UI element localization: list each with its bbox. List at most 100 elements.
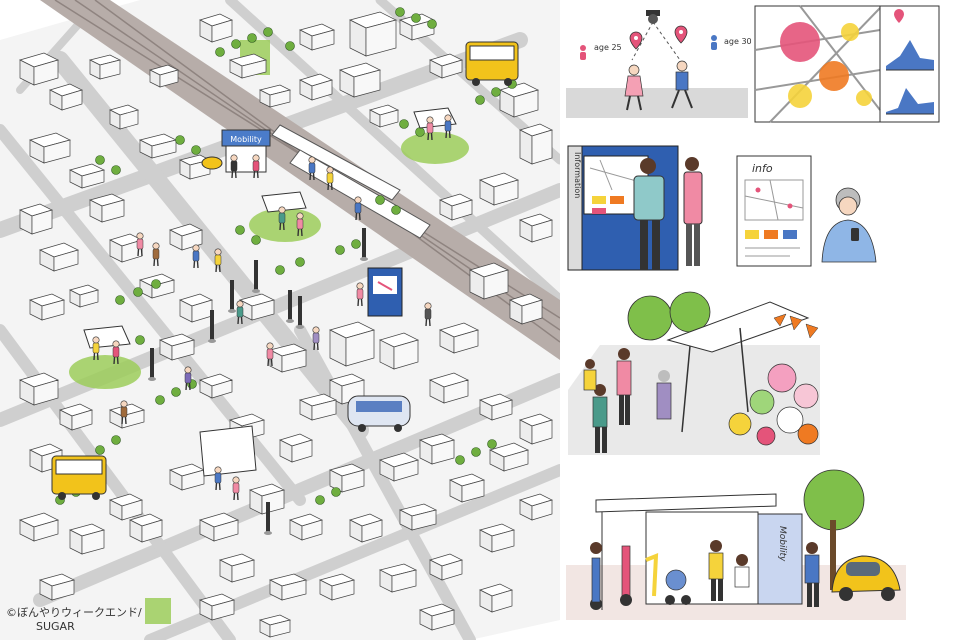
building xyxy=(479,583,513,613)
tree xyxy=(95,155,105,165)
street-pole xyxy=(208,310,216,343)
building xyxy=(519,123,553,165)
building xyxy=(39,242,79,272)
street-pole xyxy=(286,290,294,323)
building xyxy=(429,53,463,79)
person xyxy=(230,154,238,179)
building xyxy=(339,62,381,98)
person xyxy=(312,326,320,351)
tree xyxy=(455,455,465,465)
building xyxy=(258,84,292,108)
person xyxy=(152,242,160,267)
camera-icon xyxy=(646,10,660,24)
tree xyxy=(487,439,497,449)
building xyxy=(88,54,122,80)
tree xyxy=(335,245,345,255)
building xyxy=(19,203,53,235)
panel-information-kiosk: Information xyxy=(567,145,703,271)
street-pole xyxy=(360,228,368,261)
building xyxy=(69,284,99,308)
kiosk-user xyxy=(633,158,665,270)
building xyxy=(129,513,163,543)
person xyxy=(92,336,100,361)
tree xyxy=(275,265,285,275)
tree xyxy=(315,495,325,505)
tree xyxy=(471,447,481,457)
building xyxy=(378,563,418,593)
person xyxy=(184,366,192,391)
building xyxy=(429,372,469,404)
building xyxy=(289,513,323,541)
building xyxy=(199,13,233,43)
building xyxy=(19,372,59,406)
building xyxy=(69,523,105,555)
building xyxy=(159,333,195,361)
panel-info-board: info xyxy=(736,155,877,267)
tree xyxy=(251,235,261,245)
tree xyxy=(427,19,437,29)
age-tag-left: age 25 xyxy=(594,43,622,52)
person xyxy=(136,232,144,257)
building xyxy=(479,523,515,553)
street-pole xyxy=(264,502,272,535)
tree xyxy=(375,195,385,205)
tree xyxy=(191,145,201,155)
building xyxy=(489,442,529,472)
building xyxy=(199,373,233,399)
tree xyxy=(115,295,125,305)
building xyxy=(329,321,375,367)
station-platform xyxy=(271,124,431,239)
person xyxy=(192,244,200,269)
age-tag-right: age 30 xyxy=(724,37,752,46)
building xyxy=(39,573,75,601)
person xyxy=(356,282,364,307)
building xyxy=(89,193,125,223)
tree xyxy=(133,287,143,297)
pedestrian-woman xyxy=(624,64,644,111)
building xyxy=(519,493,553,521)
tree xyxy=(285,41,295,51)
person xyxy=(252,154,260,179)
building xyxy=(49,83,83,111)
tree xyxy=(351,239,361,249)
building xyxy=(179,293,213,323)
tree xyxy=(155,395,165,405)
building xyxy=(109,493,143,521)
building xyxy=(349,11,397,57)
tree xyxy=(235,225,245,235)
person xyxy=(266,342,274,367)
building xyxy=(299,23,335,51)
map-pin-icon xyxy=(674,25,688,44)
tree xyxy=(399,119,409,129)
flower-display xyxy=(728,363,819,446)
person xyxy=(326,166,334,191)
person xyxy=(112,340,120,365)
building xyxy=(479,393,513,421)
building xyxy=(439,322,479,354)
tree xyxy=(231,39,241,49)
bus-bottom xyxy=(51,455,107,500)
building xyxy=(519,213,553,243)
building xyxy=(369,104,399,128)
person-icon xyxy=(580,45,586,60)
tree xyxy=(175,135,185,145)
map-pin-icon xyxy=(629,31,643,50)
smartphone-icon xyxy=(851,228,859,241)
buildings xyxy=(19,11,553,638)
building xyxy=(499,82,539,118)
building xyxy=(519,413,553,445)
building xyxy=(199,593,235,621)
info-board-title: info xyxy=(752,162,773,175)
market-shoppers xyxy=(583,348,672,453)
panel-market xyxy=(568,291,820,455)
person xyxy=(426,116,434,141)
tree xyxy=(111,165,121,175)
building xyxy=(19,52,59,86)
person xyxy=(308,156,316,181)
building xyxy=(439,193,473,221)
person xyxy=(214,248,222,273)
credit-line-2: SUGAR xyxy=(36,620,75,633)
building xyxy=(298,393,338,421)
tree xyxy=(395,7,405,17)
